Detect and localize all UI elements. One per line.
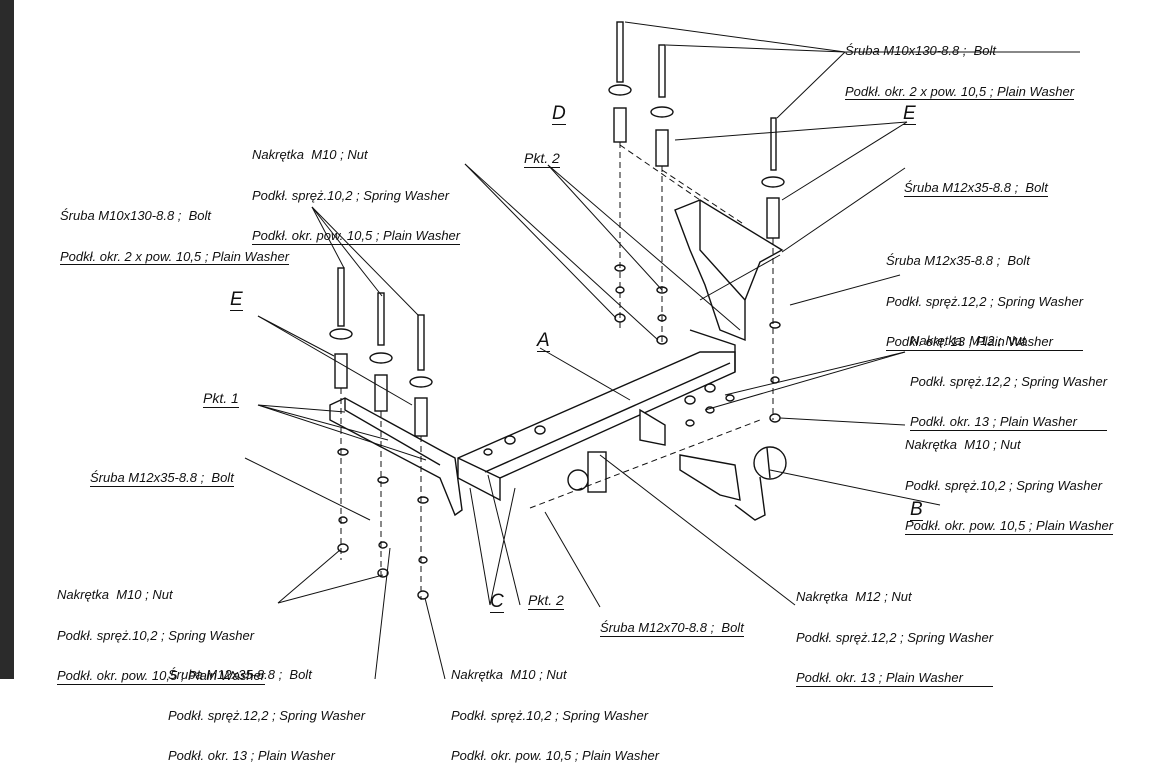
text-line: Nakrętka M12 ; Nut [796, 589, 912, 604]
socket-plate-c [567, 408, 666, 493]
text-line: Podkł. spręż.10,2 ; Spring Washer [905, 477, 1103, 493]
label-left-bolt: Śruba M10x130-8.8 ; Bolt Podkł. okr. 2 x… [60, 182, 290, 279]
leader-lines [244, 21, 1080, 679]
text-line: Podkł. spręż.10,2 ; Spring Washer [451, 707, 649, 723]
text-line: Śruba M12x35-8.8 ; Bolt [90, 470, 234, 487]
tow-ball-b [679, 446, 787, 521]
text-line: Nakrętka M10 ; Nut [252, 147, 368, 162]
cross-bar-a [457, 329, 736, 502]
label-center-nut-m12: Nakrętka M12 ; Nut Podkł. spręż.12,2 ; S… [796, 563, 994, 700]
label-center-bolt-m12x70: Śruba M12x70-8.8 ; Bolt [600, 594, 744, 650]
callout-e-right: E [903, 103, 916, 125]
bracket-d [674, 199, 784, 342]
label-right-bolt-small: Śruba M12x35-8.8 ; Bolt [904, 154, 1048, 210]
text-line: Nakrętka M12 ; Nut [910, 333, 1026, 348]
label-bottom-bolt-m12: Śruba M12x35-8.8 ; Bolt Podkł. spręż.12,… [168, 641, 365, 776]
callout-e-left: E [230, 289, 243, 311]
label-right-nut-m12: Nakrętka M12 ; Nut Podkł. spręż.12,2 ; S… [910, 307, 1108, 444]
text-line: Podkł. spręż.10,2 ; Spring Washer [252, 187, 450, 203]
bracket-left [329, 397, 463, 517]
label-left-bolt-m12: Śruba M12x35-8.8 ; Bolt [90, 444, 234, 500]
towbar-assembly-diagram [244, 21, 1080, 679]
callout-b: B [910, 499, 923, 521]
text-line: Podkł. spręż.12,2 ; Spring Washer [886, 293, 1084, 309]
label-right-bolt-washers: Śruba M12x35-8.8 ; Bolt Podkł. spręż.12,… [886, 227, 1084, 364]
text-line: Podkł. spręż.12,2 ; Spring Washer [796, 629, 994, 645]
text-line: Nakrętka M10 ; Nut [905, 437, 1021, 452]
text-line: Podkł. okr. 13 ; Plain Washer [168, 748, 335, 763]
callout-pkt1: Pkt. 1 [203, 390, 239, 408]
label-right-nut-m10: Nakrętka M10 ; Nut Podkł. spręż.10,2 ; S… [905, 411, 1114, 548]
text-line: Śruba M12x35-8.8 ; Bolt [886, 253, 1030, 268]
text-line: Podkł. okr. 2 x pow. 10,5 ; Plain Washer [845, 83, 1075, 100]
bolts-left [329, 267, 433, 437]
text-line: Śruba M10x130-8.8 ; Bolt [845, 43, 997, 58]
label-top-mid-nut: Nakrętka M10 ; Nut Podkł. spręż.10,2 ; S… [252, 121, 461, 258]
text-line: Podkł. okr. 13 ; Plain Washer [886, 335, 1084, 351]
callout-pkt2-top: Pkt. 2 [524, 150, 560, 168]
label-top-right-bolt: Śruba M10x130-8.8 ; Bolt Podkł. okr. 2 x… [845, 17, 1075, 114]
text-line: Podkł. spręż.10,2 ; Spring Washer [57, 627, 255, 643]
text-line: Podkł. okr. pow. 10,5 ; Plain Washer [905, 518, 1114, 535]
text-line: Nakrętka M10 ; Nut [57, 587, 173, 602]
callout-a: A [537, 330, 550, 352]
callout-c: C [490, 591, 504, 613]
label-bottom-nut-m10: Nakrętka M10 ; Nut Podkł. spręż.10,2 ; S… [451, 641, 659, 776]
text-line: Podkł. okr. pow. 10,5 ; Plain Washer [451, 748, 660, 763]
text-line: Podkł. spręż.12,2 ; Spring Washer [910, 373, 1108, 389]
window-edge [0, 0, 14, 679]
text-line: Śruba M12x35-8.8 ; Bolt [904, 180, 1048, 197]
callout-pkt2-bottom: Pkt. 2 [528, 592, 564, 610]
text-line: Podkł. okr. 13 ; Plain Washer [910, 415, 1108, 431]
callout-d: D [552, 103, 566, 125]
text-line: Nakrętka M10 ; Nut [451, 667, 567, 682]
text-line: Podkł. spręż.12,2 ; Spring Washer [168, 707, 366, 723]
text-line: Podkł. okr. 2 x pow. 10,5 ; Plain Washer [60, 248, 290, 265]
text-line: Śruba M12x70-8.8 ; Bolt [600, 620, 744, 637]
text-line: Śruba M10x130-8.8 ; Bolt [60, 208, 212, 223]
assembly-centerlines [340, 142, 774, 600]
text-line: Śruba M12x35-8.8 ; Bolt [168, 667, 312, 682]
